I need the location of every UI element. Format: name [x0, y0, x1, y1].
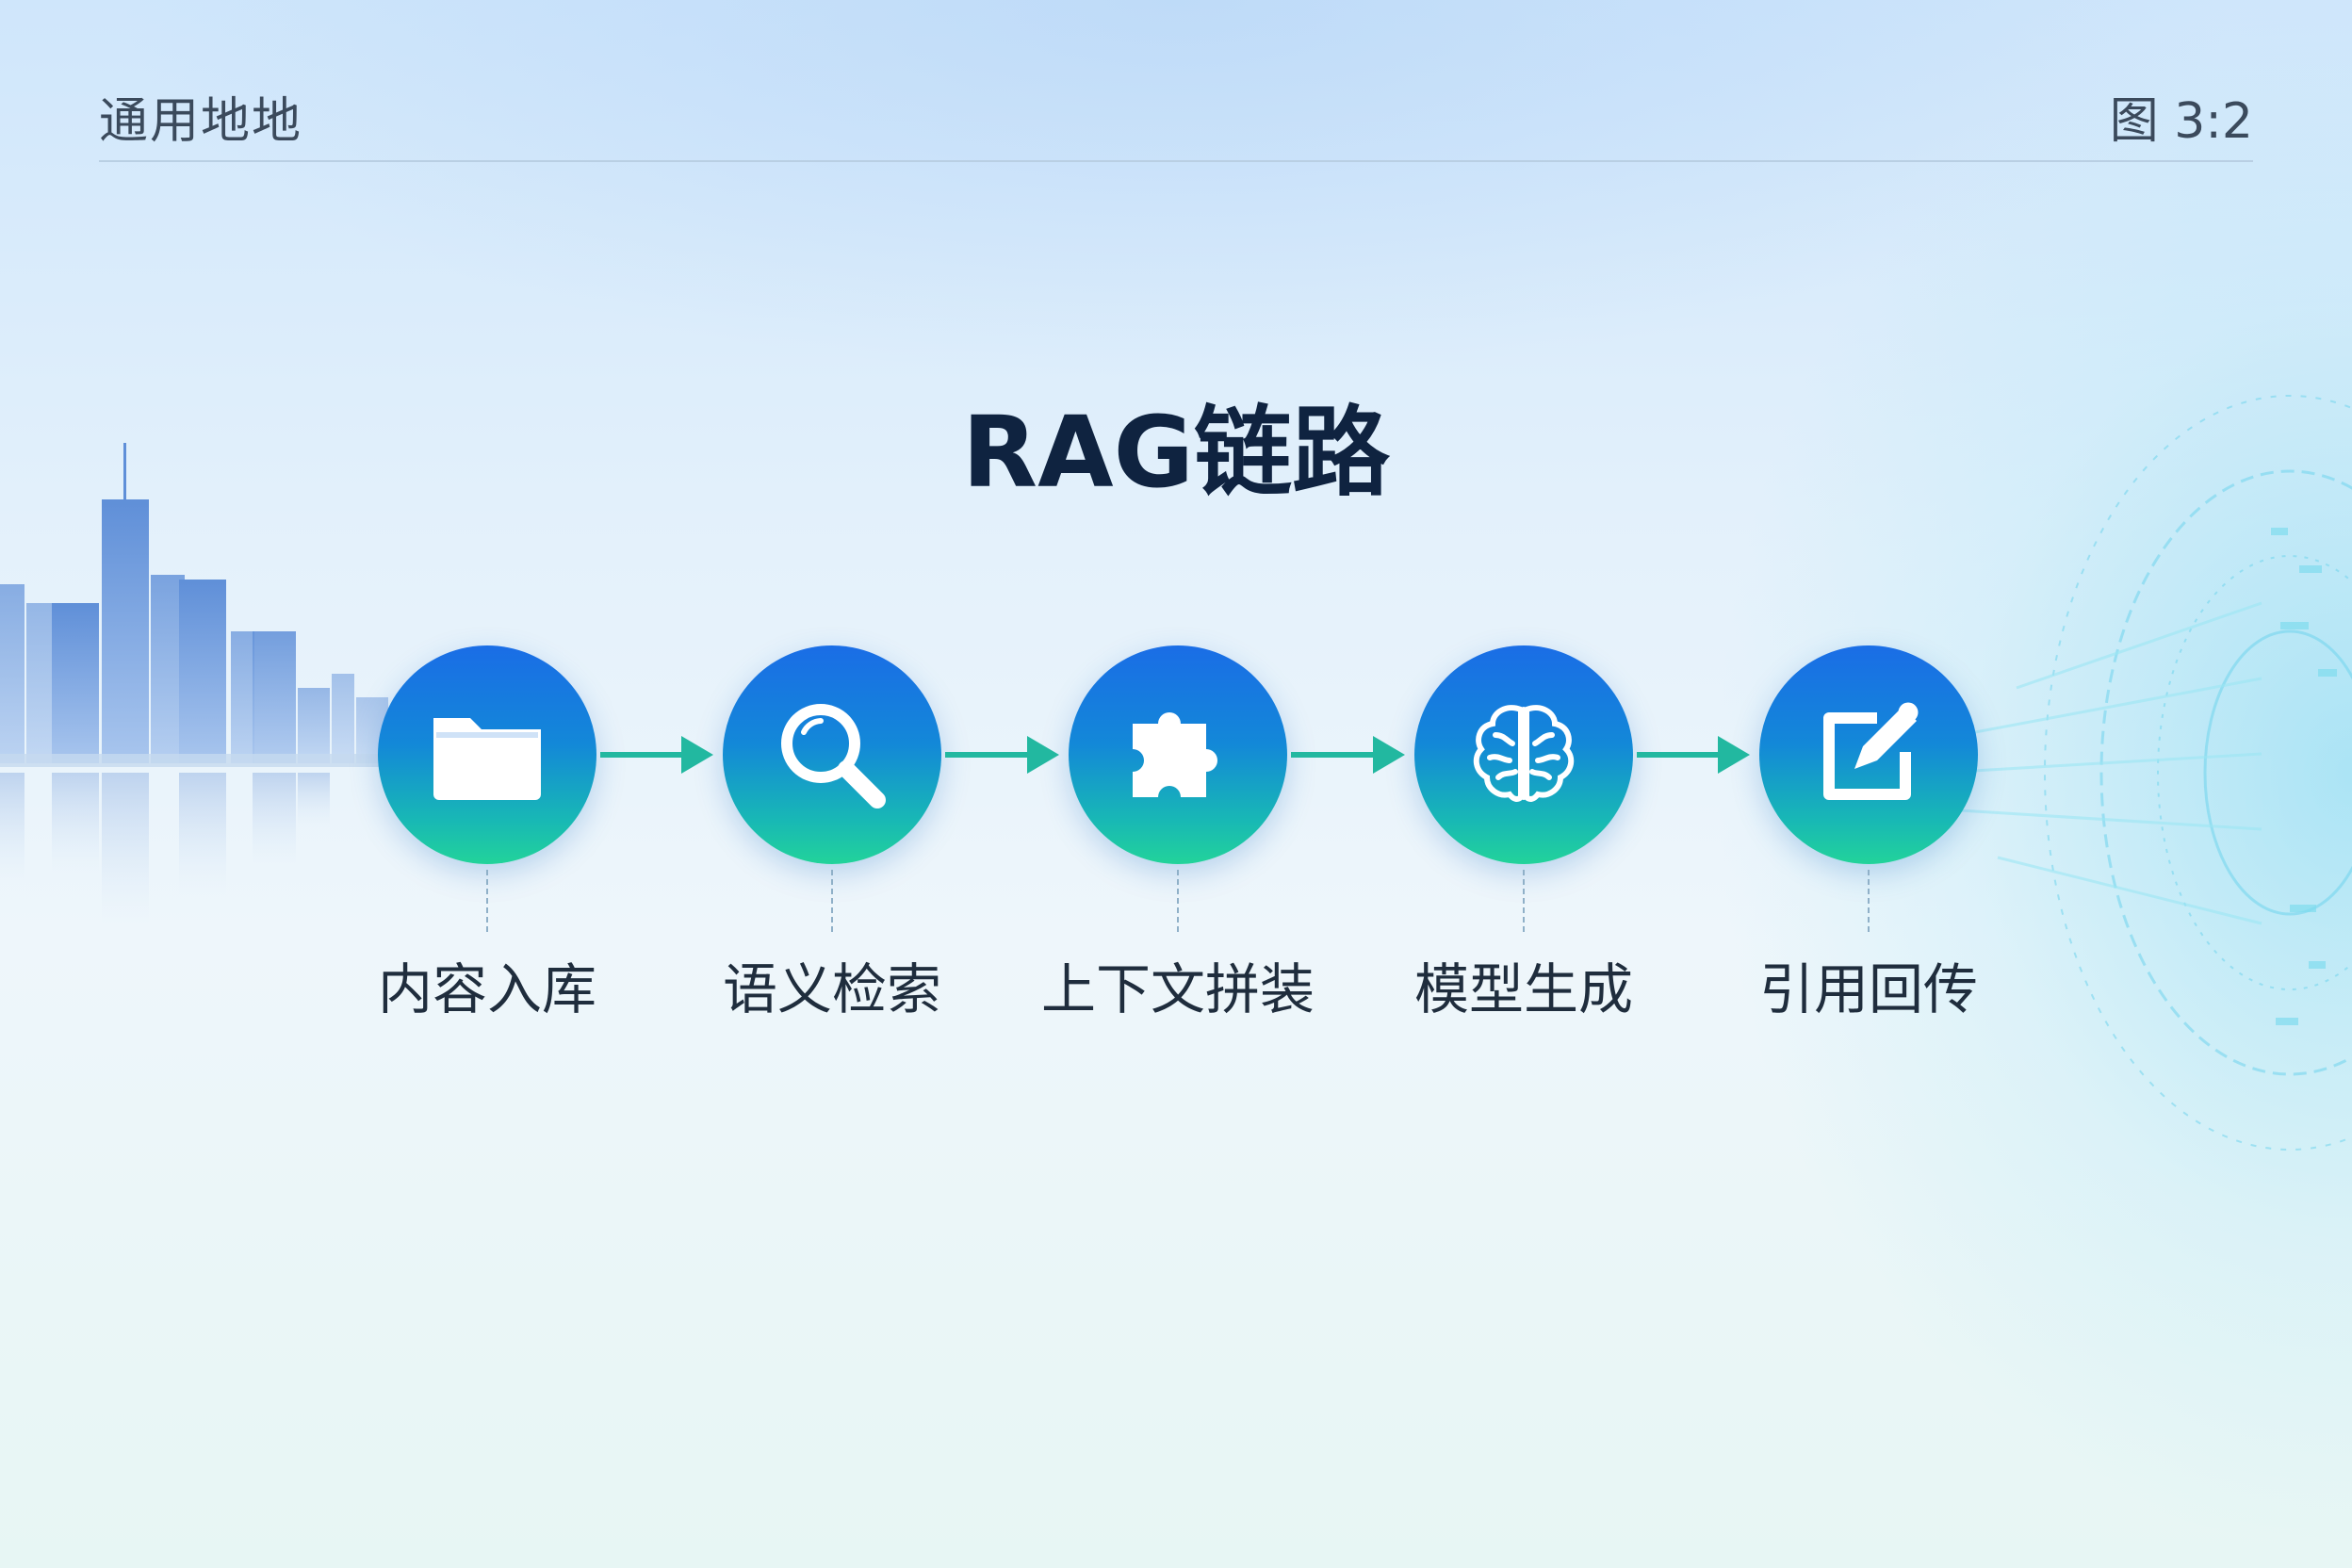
- step-label: 模型生成: [1413, 957, 1633, 1021]
- flow-arrow-1: [600, 736, 713, 774]
- step-connector-dash: [1177, 870, 1179, 932]
- step-connector-dash: [1523, 870, 1525, 932]
- flow-arrow-2: [945, 736, 1059, 774]
- step-circle: [723, 645, 941, 864]
- flow-arrow-4: [1637, 736, 1750, 774]
- step-label: 内容入库: [377, 957, 596, 1021]
- step-circle: [1759, 645, 1978, 864]
- step-label: 上下文拼装: [1040, 957, 1315, 1021]
- arrow-head-icon: [1027, 736, 1059, 774]
- step-connector-dash: [486, 870, 488, 932]
- step-circle: [1414, 645, 1633, 864]
- header: 通用地地 图 3:2: [99, 81, 2253, 162]
- edit-icon: [1823, 702, 1919, 800]
- brain-icon: [1473, 705, 1575, 802]
- diagram-title: RAG链路: [962, 395, 1390, 510]
- tech-rings-decoration: [1940, 395, 2352, 1151]
- arrow-head-icon: [1373, 736, 1405, 774]
- brand-name: 通用地地: [99, 93, 303, 150]
- search-icon: [781, 704, 886, 808]
- step-circle: [1069, 645, 1287, 864]
- step-connector-dash: [831, 870, 833, 932]
- step-label: 语义检索: [722, 957, 941, 1021]
- flow-arrow-3: [1291, 736, 1405, 774]
- arrow-head-icon: [1718, 736, 1750, 774]
- puzzle-icon: [1133, 712, 1217, 797]
- step-connector-dash: [1868, 870, 1870, 932]
- step-circle: [378, 645, 596, 864]
- city-skyline-decoration: [0, 443, 396, 923]
- figure-label: 图 3:2: [2109, 93, 2253, 150]
- arrow-head-icon: [681, 736, 713, 774]
- step-label: 引用回传: [1758, 957, 1978, 1021]
- folder-icon: [433, 718, 541, 800]
